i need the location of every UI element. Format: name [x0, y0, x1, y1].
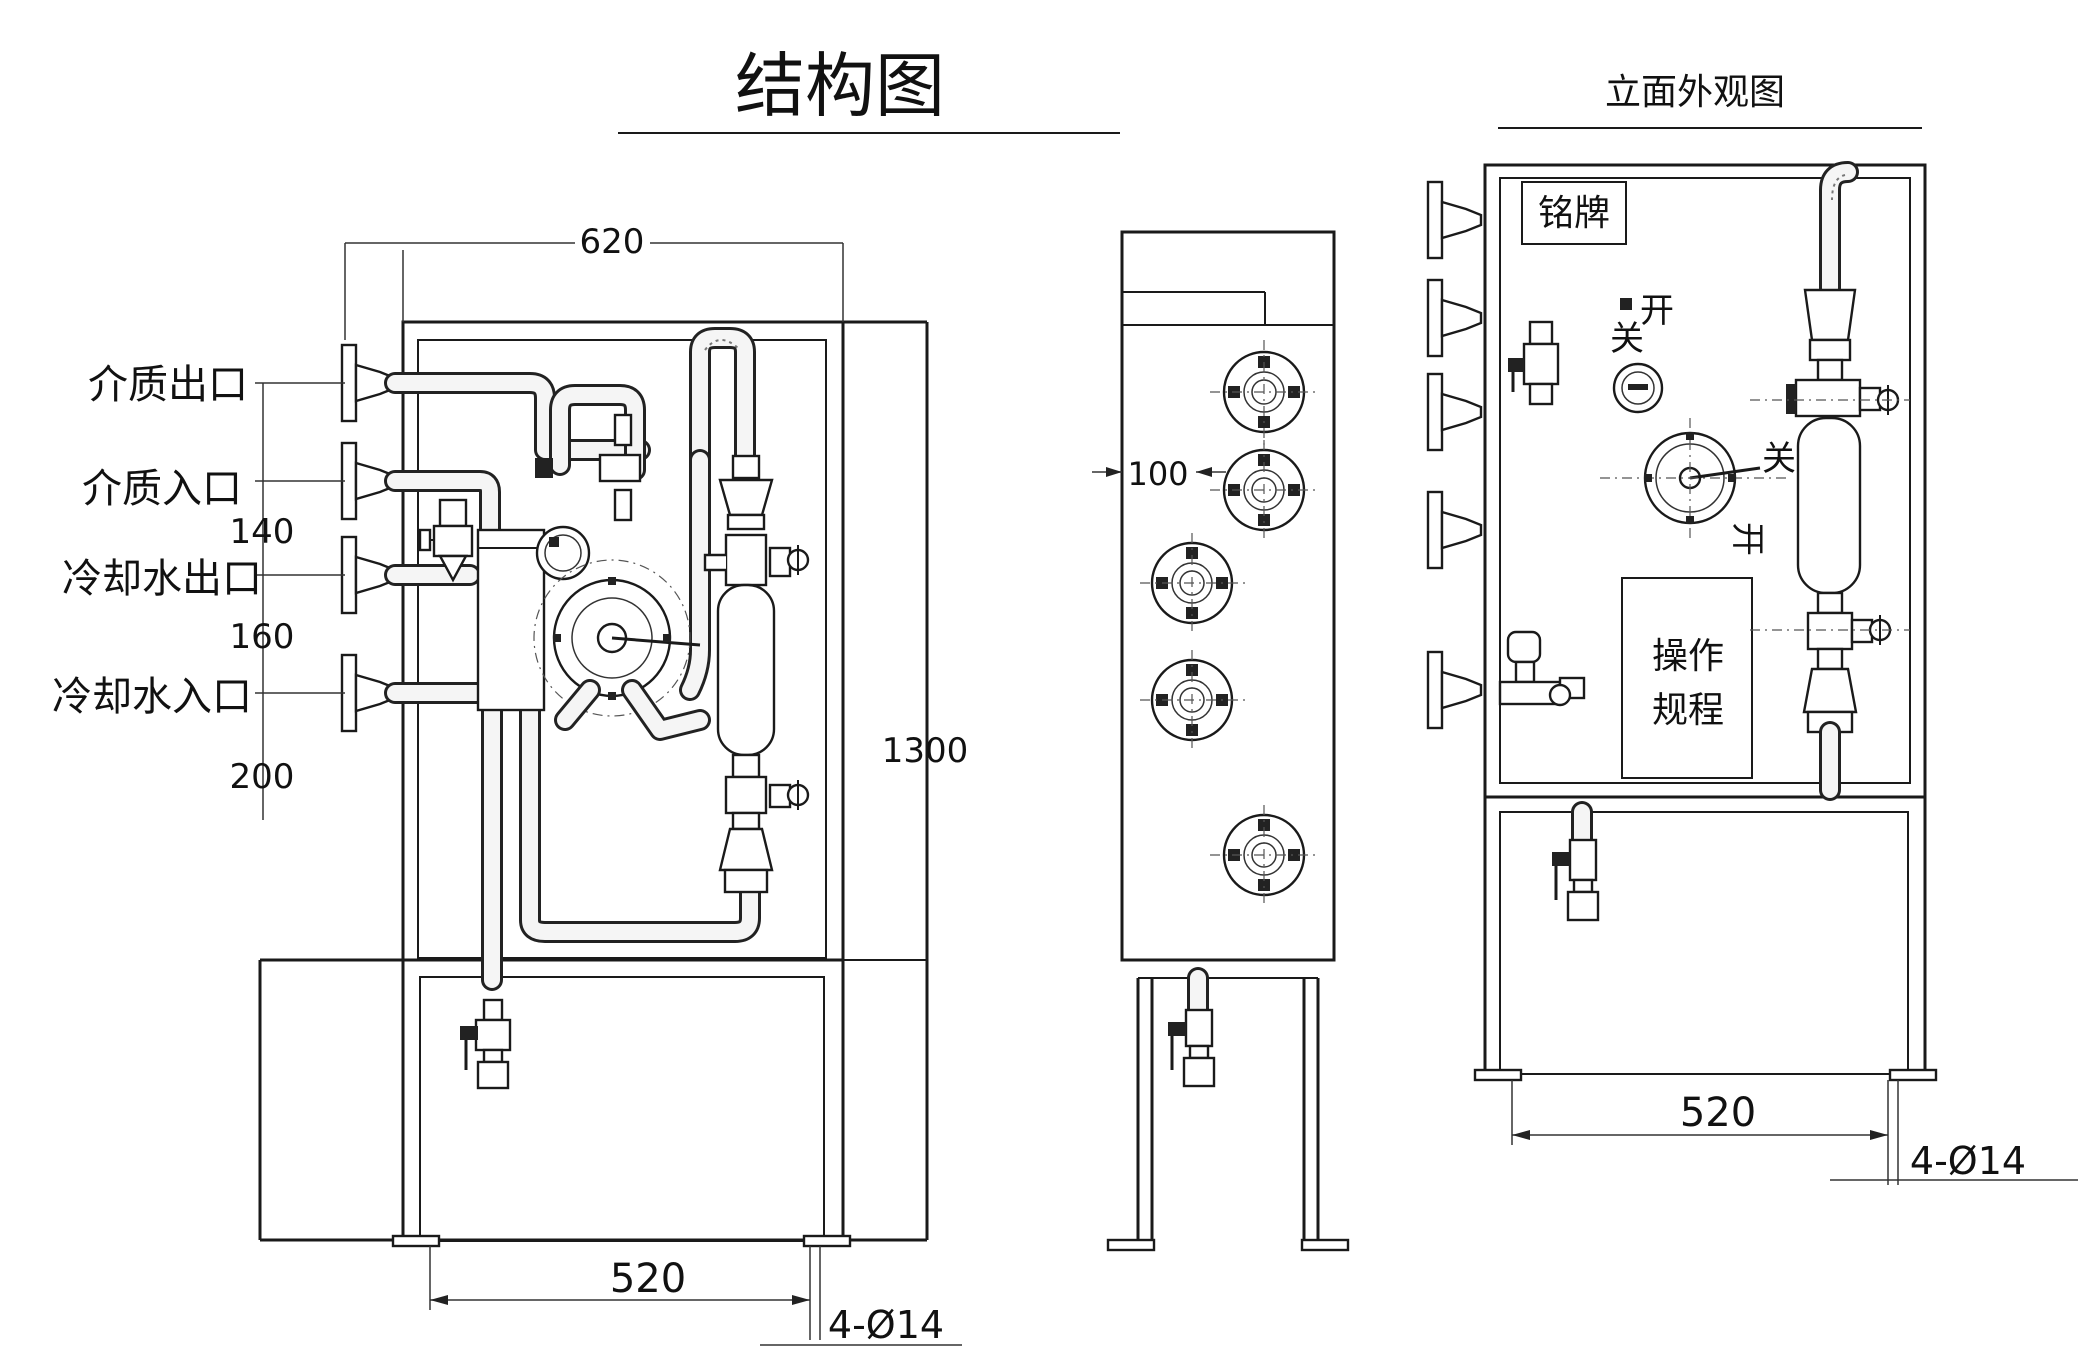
side-flanges	[1140, 340, 1320, 905]
side-flange-2	[1210, 440, 1320, 540]
front-cooler-block	[476, 528, 546, 712]
operating-rules-line2: 规程	[1652, 690, 1724, 731]
front-lower-frame	[419, 976, 825, 1242]
operating-rules-line1: 操作	[1652, 636, 1724, 677]
label-open-2: 开	[1727, 522, 1767, 556]
dim-vertical-spacing: 140 160 200	[230, 382, 345, 820]
title-elevation: 立面外观图	[1498, 72, 1922, 129]
front-pipework	[384, 327, 761, 991]
front-foot-right	[802, 1234, 852, 1248]
elev-upper-panel	[1499, 177, 1911, 784]
front-vessel	[716, 583, 776, 757]
label-close-2: 关	[1762, 439, 1796, 479]
side-flange-1	[1210, 340, 1320, 445]
elev-vessel	[1796, 416, 1862, 595]
title-structure: 结构图	[618, 45, 1120, 134]
dim-520-front-text: 520	[610, 1256, 686, 1302]
dim-front-base: 520 4-Ø14	[429, 1246, 962, 1347]
dim-620-text: 620	[580, 222, 645, 262]
port-labels: 介质出口 介质入口 冷却水出口 冷却水入口	[52, 362, 262, 720]
elevation-view: 铭牌 操作 规程 开 关 关 开	[1426, 161, 2078, 1185]
nameplate-box	[1521, 181, 1627, 245]
elev-rotor-dial: 关 开	[1600, 418, 1796, 556]
elev-flanges	[1426, 180, 1483, 730]
label-open-1: 开	[1640, 291, 1674, 331]
label-cooling-outlet: 冷却水出口	[62, 556, 262, 602]
elev-foot-right	[1888, 1068, 1938, 1082]
side-flange-5	[1210, 805, 1320, 905]
flange-medium-inlet	[340, 441, 397, 521]
dim-1300-text: 1300	[882, 731, 969, 771]
label-close-1: 关	[1610, 319, 1644, 359]
elev-switch-small: 开 关	[1610, 291, 1674, 359]
elev-left-valve-lower	[1498, 630, 1586, 707]
elev-foot-left	[1473, 1068, 1523, 1082]
label-medium-outlet: 介质出口	[88, 362, 248, 408]
elev-drain-valve	[1552, 801, 1600, 922]
nameplate-text: 铭牌	[1538, 193, 1610, 234]
front-flanges	[340, 343, 397, 733]
title-elevation-text: 立面外观图	[1605, 72, 1785, 113]
front-upper-panel	[417, 339, 827, 959]
front-separator	[703, 454, 810, 894]
side-flange-4	[1140, 650, 1250, 750]
elev-lower-frame	[1499, 811, 1909, 1075]
side-foot-left	[1106, 1238, 1156, 1252]
front-gauge	[535, 525, 591, 581]
side-drain-valve	[1168, 967, 1216, 1088]
dim-100: 100	[1092, 455, 1226, 493]
elev-gauge	[1612, 362, 1664, 414]
dim-160-text: 160	[230, 617, 295, 657]
dim-200-text: 200	[230, 757, 295, 797]
dim-100-text: 100	[1127, 455, 1188, 493]
label-cooling-inlet: 冷却水入口	[52, 674, 252, 720]
side-view: 100	[1092, 230, 1350, 1252]
dim-1300: 1300	[882, 731, 969, 771]
label-medium-inlet: 介质入口	[82, 466, 242, 512]
front-foot-left	[391, 1234, 441, 1248]
operating-rules-box	[1621, 577, 1753, 779]
side-flange-3	[1140, 533, 1250, 633]
front-view: 620 1300 140 160 200 介质出口 介质入口 冷却水出口 冷却水…	[52, 222, 968, 1347]
front-rotor	[533, 559, 711, 741]
dim-holes-front-text: 4-Ø14	[828, 1303, 944, 1347]
front-drain-valve	[460, 998, 512, 1090]
front-valve-cluster	[418, 413, 642, 583]
title-structure-text: 结构图	[735, 45, 945, 127]
elev-left-valve-upper	[1508, 320, 1560, 406]
dim-520-elev-text: 520	[1680, 1090, 1756, 1136]
side-foot-right	[1300, 1238, 1350, 1252]
elev-separator	[1750, 161, 1910, 801]
dim-elev-base: 520 4-Ø14	[1511, 1080, 2078, 1185]
dim-140-text: 140	[230, 512, 295, 552]
dim-holes-elev-text: 4-Ø14	[1910, 1139, 2026, 1183]
dim-620: 620	[344, 222, 844, 340]
flange-medium-outlet	[340, 343, 397, 423]
